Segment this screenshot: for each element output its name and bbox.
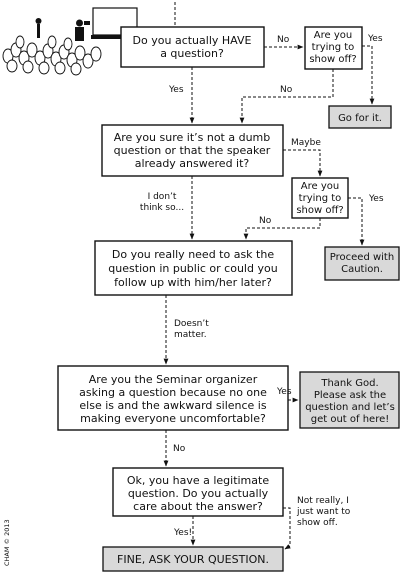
arrow-showoff1-no [239,69,334,124]
thankgod-line-3: question and let’s [305,402,395,413]
q5-line-1: Ok, you have a legitimate [127,474,269,487]
label-q3-doesnt-2: matter. [174,330,207,340]
label-q2-dontthink-1: I don’t [148,192,177,202]
q3-line-1: Do you really need to ask the [112,248,274,261]
showoff2-line-3: show off? [296,205,343,216]
q2-line-3: already answered it? [135,157,250,170]
node-go-for-it: Go for it. [328,105,392,129]
label-showoff1-no: No [280,85,293,95]
thankgod-line-4: get out of here! [311,414,390,425]
label-q4-no: No [173,444,186,454]
label-q1-no: No [277,35,290,45]
label-showoff2-yes: Yes [368,194,384,204]
final-text: FINE, ASK YOUR QUESTION. [117,553,269,566]
audience-illustration [2,7,139,76]
showoff1-line-3: show off? [309,54,356,65]
arrow-showoff2-yes [348,197,365,246]
q1-line-2: a question? [160,47,224,60]
q2-line-2: question or that the speaker [114,144,271,157]
label-q5-yes: Yes! [173,528,192,538]
arrows [163,44,375,550]
q4-line-2: asking a question because no one [79,386,267,399]
q3-line-2: question in public or could you [108,262,277,275]
label-q5-notreally-2: just want to [296,507,351,517]
label-q3-doesnt-1: Doesn’t [174,319,209,329]
q4-line-4: making everyone uncomfortable? [80,412,266,425]
label-q5-notreally-3: show off. [297,518,338,528]
label-q4-yes: Yes [276,387,292,397]
q3-line-3: follow up with him/her later? [114,276,272,289]
arrow-q2-maybe [283,149,323,177]
thankgod-line-2: Please ask the [314,390,386,401]
proceed-line-2: Caution. [341,264,383,275]
node-final: FINE, ASK YOUR QUESTION. [102,546,284,572]
credit-text: CHAM © 2013 [3,519,11,566]
proceed-line-1: Proceed with [330,252,394,263]
label-showoff1-yes: Yes [367,34,383,44]
go-for-it-text: Go for it. [338,113,382,124]
label-q2-dontthink-2: think so... [140,203,184,213]
q4-line-3: else is and the awkward silence is [79,399,266,412]
label-q1-yes: Yes [168,85,184,95]
q5-line-3: care about the answer? [133,500,263,513]
showoff2-line-1: Are you [301,181,339,192]
q2-line-1: Are you sure it’s not a dumb [114,131,271,144]
arrow-showoff1-yes [362,45,375,105]
label-q5-notreally-1: Not really, I [297,496,349,506]
thankgod-line-1: Thank God. [320,378,378,389]
showoff2-line-2: trying to [299,193,342,204]
q1-line-1: Do you actually HAVE [133,34,252,47]
q5-line-2: question. Do you actually [128,487,269,500]
arrow-q5-notreally [283,507,291,550]
label-q2-maybe: Maybe [291,138,321,148]
label-showoff2-no: No [259,216,272,226]
arrow-showoff2-no [243,218,321,240]
showoff1-line-1: Are you [314,30,352,41]
showoff1-line-2: trying to [312,42,355,53]
q4-line-1: Are you the Seminar organizer [89,373,258,386]
